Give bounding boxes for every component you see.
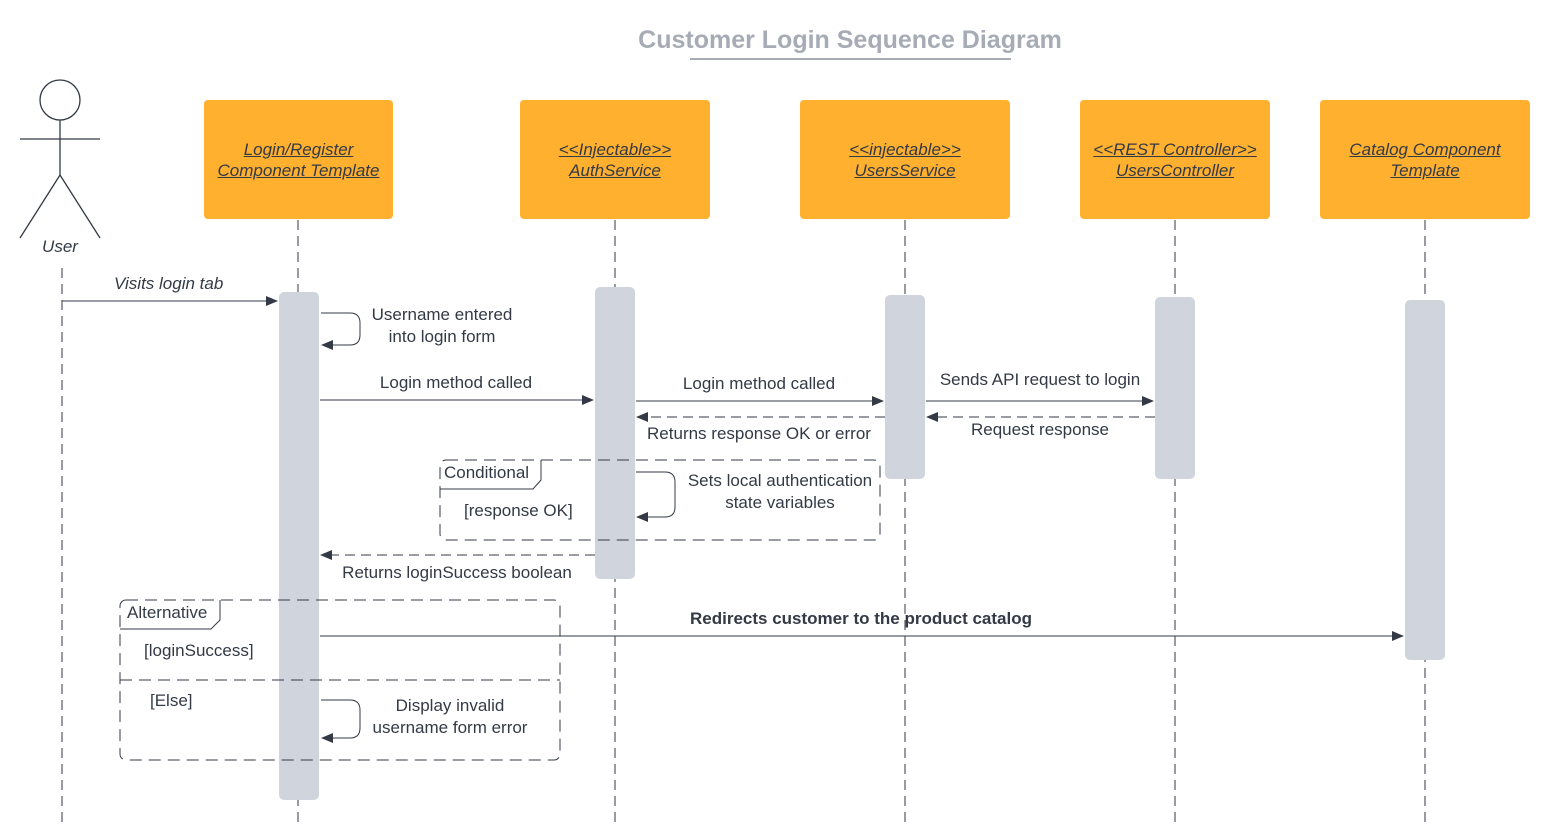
alternative-fragment-label: Alternative — [127, 603, 208, 622]
user-actor-icon — [19, 79, 101, 239]
actor-label: User — [42, 237, 78, 256]
msg-redirects-label: Redirects customer to the product catalo… — [690, 609, 1032, 628]
alternative-guard-label: [loginSuccess] — [144, 641, 254, 660]
msg-username-entered-self-arrow — [321, 312, 361, 350]
msg-request-response-label: Request response — [971, 420, 1109, 439]
participant-login-register: Login/Register Component Template — [204, 100, 393, 219]
activation-users-service — [885, 295, 925, 479]
conditional-fragment-frame — [439, 459, 881, 541]
alternative-else-label: [Else] — [150, 691, 193, 710]
conditional-guard-label: [response OK] — [464, 501, 573, 520]
msg-visits-login-tab-label: Visits login tab — [114, 274, 224, 293]
msg-display-invalid-self-arrow — [321, 699, 361, 743]
msg-username-entered-label-line1: Username entered — [371, 305, 513, 324]
msg-sets-local-label-line1: Sets local authentication — [687, 471, 873, 490]
msg-display-invalid-label-line1: Display invalid — [395, 696, 505, 715]
conditional-fragment-tab — [440, 460, 542, 490]
activation-auth-service — [595, 287, 635, 579]
participant-auth-service: <<Injectable>> AuthService — [520, 100, 710, 219]
title-underline — [690, 58, 1011, 60]
alternative-fragment-tab — [120, 600, 221, 630]
msg-returns-response-label: Returns response OK or error — [647, 424, 871, 443]
msg-sets-local-self-arrow — [636, 471, 676, 522]
msg-login-called-1-label: Login method called — [379, 373, 533, 392]
participant-users-controller: <<REST Controller>> UsersController — [1080, 100, 1270, 219]
msg-login-called-2-label: Login method called — [682, 374, 836, 393]
participant-catalog-template: Catalog Component Template — [1320, 100, 1530, 219]
conditional-fragment-label: Conditional — [444, 463, 530, 482]
activation-users-controller — [1155, 297, 1195, 479]
msg-display-invalid-label-line2: username form error — [372, 718, 528, 737]
participant-users-service: <<injectable>> UsersService — [800, 100, 1010, 219]
msg-returns-login-success-label: Returns loginSuccess boolean — [342, 563, 572, 582]
diagram-title: Customer Login Sequence Diagram — [638, 26, 1062, 54]
activation-login-register — [279, 292, 319, 800]
msg-send-api-label: Sends API request to login — [939, 370, 1141, 389]
activation-catalog-template — [1405, 300, 1445, 660]
msg-username-entered-label-line2: into login form — [388, 327, 496, 346]
msg-sets-local-label-line2: state variables — [725, 493, 835, 512]
